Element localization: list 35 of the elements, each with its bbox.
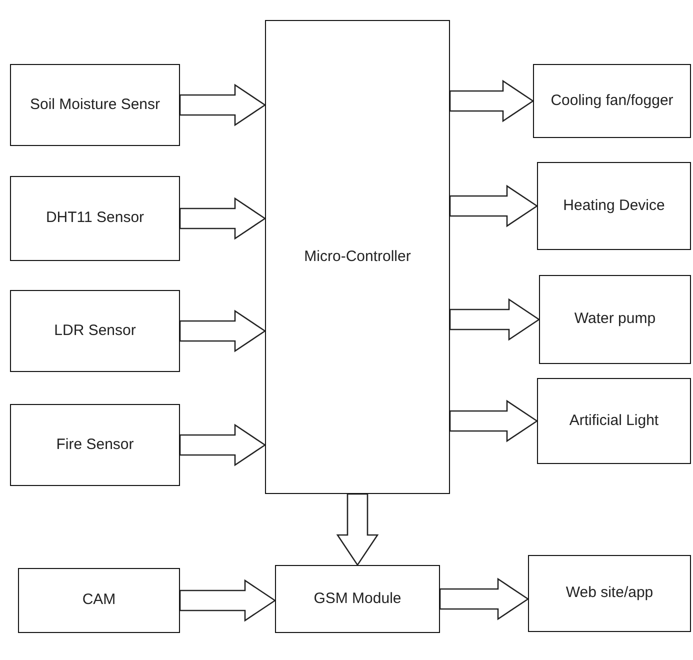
block-label: LDR Sensor: [54, 320, 136, 341]
block-arrow: [179, 579, 276, 622]
block-arrow: [449, 184, 538, 228]
block-label: Soil Moisture Sensr: [30, 94, 160, 115]
block-label: CAM: [82, 590, 116, 610]
block-label: DHT11 Sensor: [46, 208, 144, 228]
block-box: [10, 404, 180, 486]
block-label: GSM Module: [314, 588, 402, 609]
block-label: Fire Sensor: [56, 434, 134, 455]
block-arrow: [449, 298, 540, 341]
block-label: Cooling fan/fogger: [550, 90, 674, 111]
block-arrow: [439, 578, 530, 620]
block-arrow: [179, 310, 266, 352]
block-arrow: [449, 400, 538, 442]
block-arrow: [449, 80, 534, 122]
block-box: [265, 20, 450, 494]
block-box: [275, 565, 440, 633]
block-box: [18, 568, 180, 633]
block-label: Heating Device: [563, 196, 665, 216]
block-box: [537, 378, 691, 464]
block-label: Web site/app: [566, 583, 654, 604]
block-label: Micro-Controller: [304, 246, 411, 267]
block-box: [10, 64, 180, 146]
block-box: [539, 275, 691, 364]
block-arrow: [179, 424, 266, 466]
block-arrow: [336, 493, 379, 566]
block-box: [10, 176, 180, 261]
block-label: Water pump: [574, 309, 656, 330]
block-arrow: [179, 84, 266, 126]
block-box: [533, 64, 691, 138]
block-box: [537, 162, 691, 250]
block-box: [10, 290, 180, 372]
block-arrow: [179, 197, 266, 240]
block-box: [528, 555, 691, 632]
block-label: Artificial Light: [569, 410, 659, 431]
